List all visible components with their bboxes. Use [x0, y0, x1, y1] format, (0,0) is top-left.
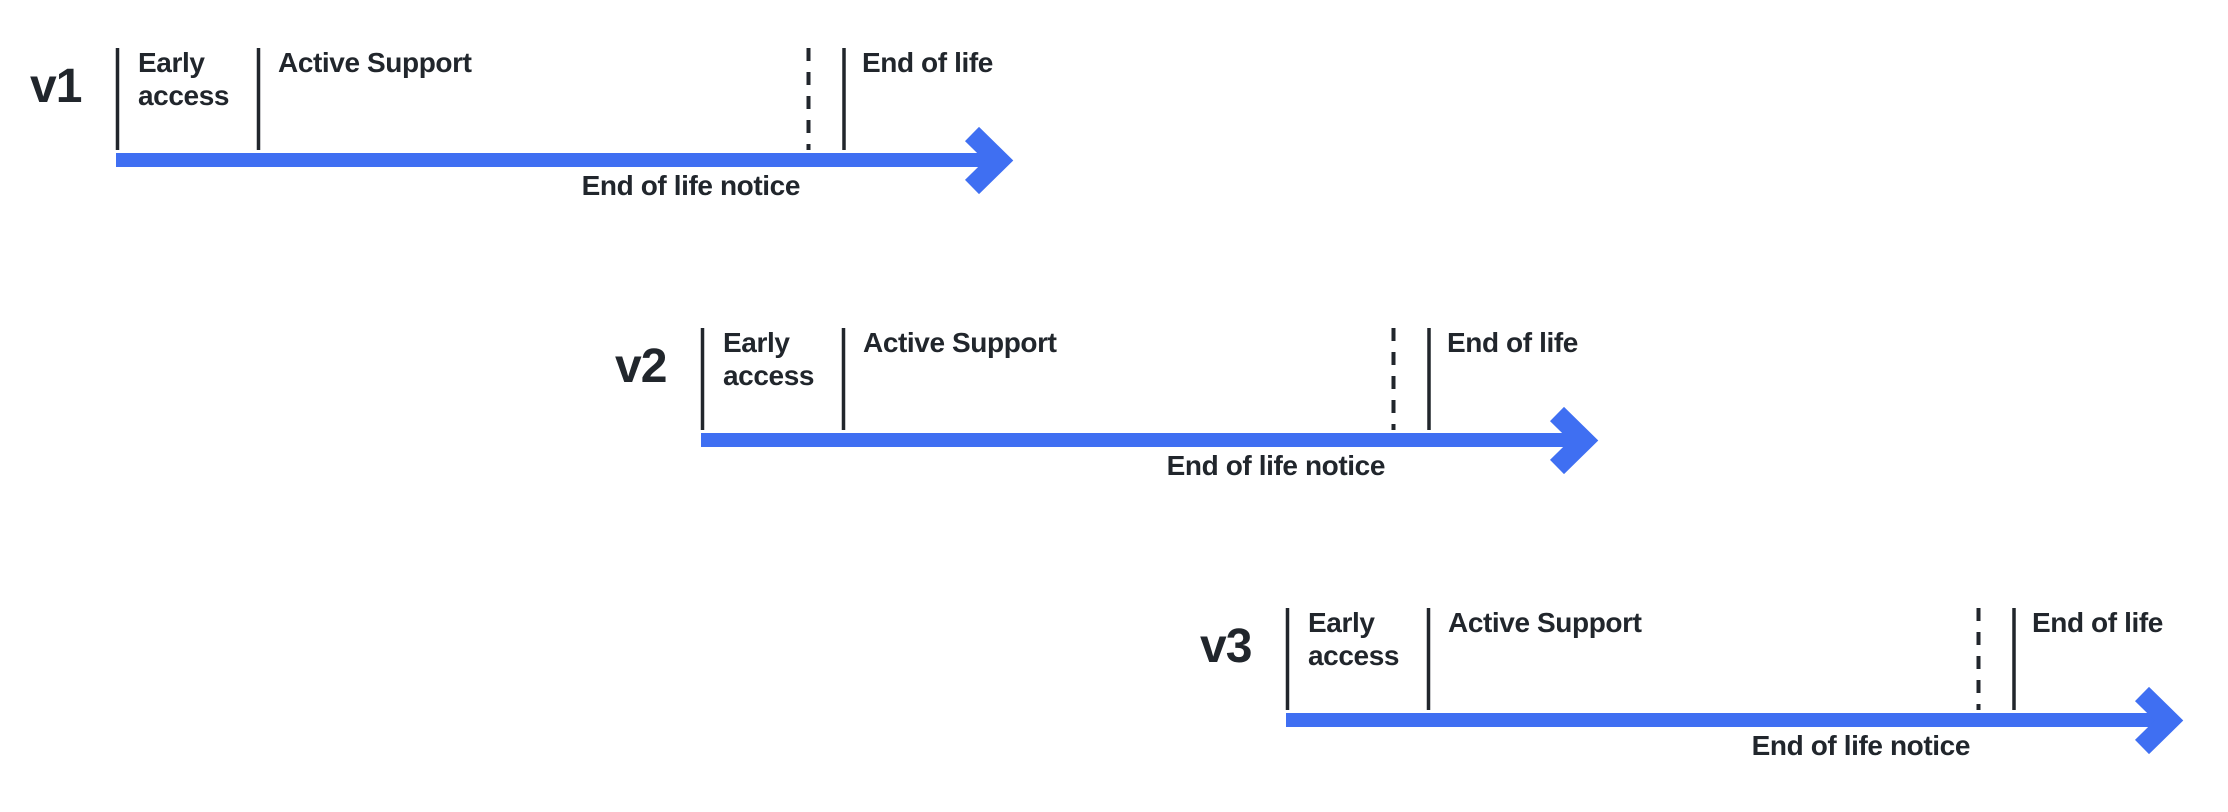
phase-label-active-support: Active Support — [1448, 607, 1642, 638]
timeline-row-v3: v3 Early access Active Support End of li… — [1170, 560, 2228, 790]
phase-label-early-access: Early access — [138, 47, 230, 111]
phase-label-active-support: Active Support — [278, 47, 472, 78]
timeline-arrow-head — [964, 126, 1014, 195]
eol-notice-label: End of life notice — [581, 170, 801, 201]
timeline-row-v1: v1 Early access Active Support End of li… — [0, 0, 1060, 230]
timeline-row-v2: v2 Early access Active Support End of li… — [585, 280, 1645, 510]
eol-notice-label: End of life notice — [1751, 730, 1971, 761]
version-label: v2 — [615, 340, 667, 393]
phase-label-early-access: Early access — [1308, 607, 1400, 671]
phase-label-end-of-life: End of life — [1447, 327, 1578, 358]
eol-notice-label: End of life notice — [1166, 450, 1386, 481]
version-label: v1 — [30, 60, 82, 113]
timeline-arrow-head — [2134, 686, 2184, 755]
phase-label-end-of-life: End of life — [2032, 607, 2163, 638]
phase-label-active-support: Active Support — [863, 327, 1057, 358]
timeline-graphic-v2 — [700, 328, 1599, 475]
version-label: v3 — [1200, 620, 1252, 673]
timeline-graphic-v1 — [115, 48, 1014, 195]
phase-label-early-access: Early access — [723, 327, 815, 391]
timeline-arrow-head — [1549, 406, 1599, 475]
phase-label-end-of-life: End of life — [862, 47, 993, 78]
timeline-graphic-v3 — [1285, 608, 2184, 755]
